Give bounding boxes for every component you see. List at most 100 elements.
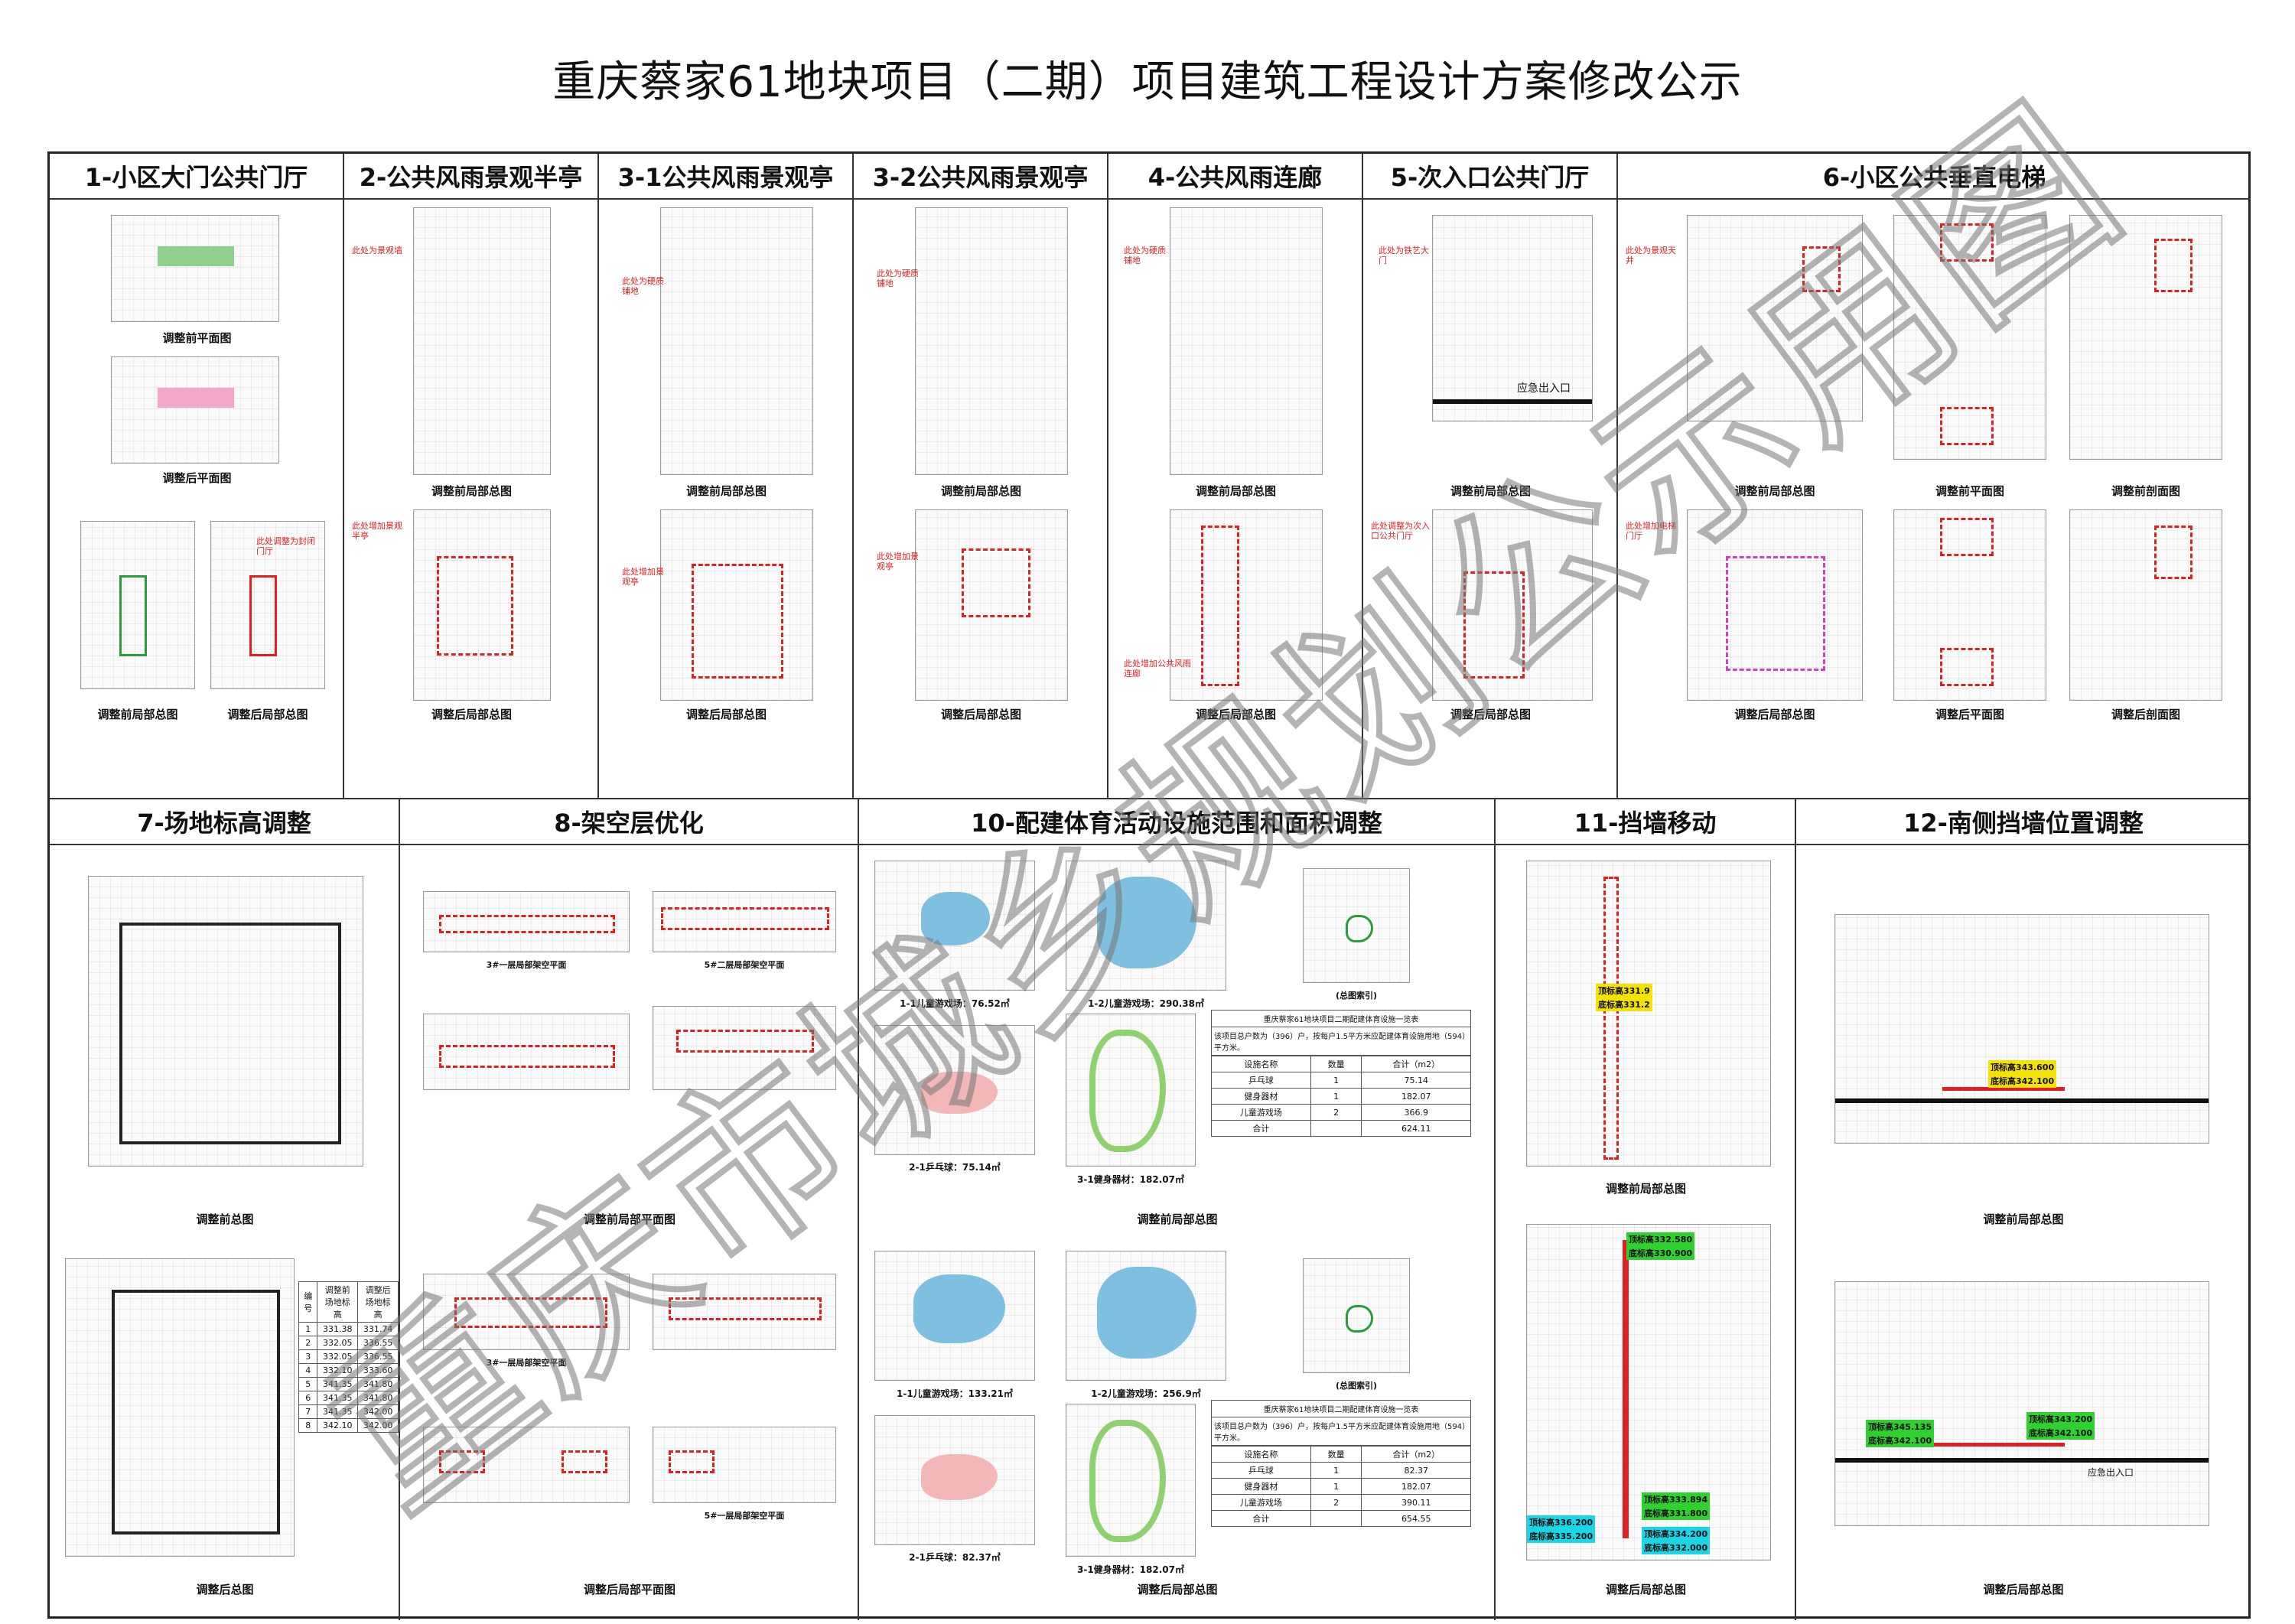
table-cell: 182.07 xyxy=(1361,1088,1471,1105)
change-highlight-box xyxy=(1940,648,1994,686)
plan-label: 3#一层局部架空平面 xyxy=(486,960,567,970)
table-cell: 儿童游戏场 xyxy=(1211,1494,1311,1511)
table-header: 合计（m2） xyxy=(1361,1446,1471,1463)
elevation-tag: 顶标高332.580 xyxy=(1626,1232,1695,1246)
caption: 调整前局部总图 xyxy=(1605,1182,1686,1196)
pingpong-area xyxy=(921,1072,998,1114)
caption: 调整前局部总图 xyxy=(940,484,1021,498)
section-5: 5-次入口公共门厅 应急出入口 此处为铁艺大门 调整前局部总图 此处调整为次入口… xyxy=(1363,154,1618,798)
table-cell: 390.11 xyxy=(1361,1494,1471,1511)
playground-plan xyxy=(1066,861,1226,991)
table-cell: 624.11 xyxy=(1361,1120,1471,1137)
elevation-tag: 底标高335.200 xyxy=(1527,1529,1596,1543)
table-cell: 1 xyxy=(1310,1072,1362,1089)
boundary-line xyxy=(1835,1098,2209,1103)
elevation-tag: 底标高332.000 xyxy=(1642,1541,1711,1554)
change-note: 此处增加公共风雨连廊 xyxy=(1124,659,1191,679)
table-cell: 4 xyxy=(298,1363,318,1378)
table-cell: 341.35 xyxy=(317,1404,359,1419)
site-plan-drawing xyxy=(210,521,325,689)
elevation-tag: 底标高331.800 xyxy=(1642,1506,1711,1520)
section-title: 8-架空层优化 xyxy=(400,799,858,845)
fitness-plan xyxy=(1066,1014,1196,1167)
change-highlight-box xyxy=(1940,407,1994,445)
plan-label: 5#一层局部架空平面 xyxy=(704,1511,785,1521)
table-cell: 1 xyxy=(1310,1478,1362,1495)
caption: 调整后平面图 xyxy=(162,471,232,485)
playground-plan xyxy=(1066,1251,1226,1381)
area-label: 2-1乒乓球：75.14㎡ xyxy=(909,1162,1001,1173)
table-cell: 乒乓球 xyxy=(1211,1072,1311,1089)
change-highlight-box xyxy=(439,1045,615,1068)
table-cell: 182.07 xyxy=(1361,1478,1471,1495)
section-10: 10-配建体育活动设施范围和面积调整 1-1儿童游戏场：76.52㎡ 1-2儿童… xyxy=(859,799,1496,1620)
road-line xyxy=(1433,399,1592,404)
retaining-wall xyxy=(1942,1087,2065,1091)
change-highlight-box xyxy=(1940,518,1994,556)
table-cell: 1 xyxy=(298,1322,318,1336)
plan-drawing xyxy=(111,356,279,464)
play-area xyxy=(921,892,990,945)
plan-drawing xyxy=(111,215,279,322)
elevation-tag: 顶标高334.200 xyxy=(1642,1527,1711,1541)
page-title: 重庆蔡家61地块项目（二期）项目建筑工程设计方案修改公示 xyxy=(552,57,1743,107)
caption: 调整后局部总图 xyxy=(1734,708,1815,721)
change-note: 此处调整为次入口公共门厅 xyxy=(1371,521,1430,542)
table-cell: 健身器材 xyxy=(1211,1478,1311,1495)
site-plan-drawing xyxy=(1687,215,1863,421)
table-cell: 341.80 xyxy=(357,1377,399,1391)
area-label: 1-2儿童游戏场：256.9㎡ xyxy=(1091,1388,1201,1399)
table-cell: 331.38 xyxy=(317,1322,359,1336)
retaining-wall xyxy=(1881,1443,2065,1447)
caption: 调整后剖面图 xyxy=(2111,708,2180,721)
table-header: 数量 xyxy=(1310,1056,1362,1072)
table-cell: 5 xyxy=(298,1377,318,1391)
site-plan-drawing xyxy=(1432,509,1593,701)
site-plan-drawing xyxy=(660,207,813,475)
elevation-tag: 顶标高336.200 xyxy=(1527,1515,1596,1529)
playground-plan xyxy=(874,1251,1035,1381)
floor-plan-drawing xyxy=(423,1427,630,1503)
table-cell: 健身器材 xyxy=(1211,1088,1311,1105)
area-label: 1-2儿童游戏场：290.38㎡ xyxy=(1088,998,1204,1009)
caption: 调整前局部总图 xyxy=(1450,484,1531,498)
table-cell: 2 xyxy=(1310,1104,1362,1121)
change-highlight-box xyxy=(454,1297,607,1328)
elevation-tag: 顶标高331.9 xyxy=(1596,984,1652,998)
change-highlight-box xyxy=(661,907,829,930)
table-header: 合计（m2） xyxy=(1361,1056,1471,1072)
table-header: 编号 xyxy=(298,1281,318,1323)
site-plan-drawing xyxy=(65,1258,295,1557)
table-cell: 合计 xyxy=(1211,1120,1311,1137)
site-plan-drawing xyxy=(915,509,1068,701)
table-cell: 332.05 xyxy=(317,1349,359,1364)
caption: 调整前局部总图 xyxy=(431,484,512,498)
caption: 调整后局部总图 xyxy=(1605,1583,1686,1596)
green-highlight xyxy=(158,246,234,266)
caption: 调整前局部平面图 xyxy=(583,1212,675,1226)
caption: 调整后局部总图 xyxy=(1195,708,1276,721)
change-note: 此处为景观墙 xyxy=(352,246,402,255)
elevation-tag: 底标高342.100 xyxy=(1988,1074,2057,1088)
section-title: 3-2公共风雨景观亭 xyxy=(854,154,1107,200)
change-note: 此处为硬质铺地 xyxy=(622,276,664,297)
table-description: 该项目总户数为（396）户，按每户1.5平方米应配建体育设施用地（594）平方米… xyxy=(1211,1417,1471,1446)
change-highlight-box xyxy=(692,564,783,679)
area-label: 3-1健身器材：182.07㎡ xyxy=(1077,1564,1184,1575)
floor-plan-drawing xyxy=(653,1006,836,1090)
site-plan-drawing: 应急出入口 xyxy=(1432,215,1593,421)
table-cell: 儿童游戏场 xyxy=(1211,1104,1311,1121)
floor-plan-drawing xyxy=(423,1274,630,1350)
table-header: 调整前场地标高 xyxy=(317,1281,359,1323)
elevation-tag: 底标高342.100 xyxy=(1866,1434,1935,1447)
change-highlight-box xyxy=(1802,246,1841,292)
plan-label: 5#二层局部架空平面 xyxy=(704,960,785,970)
site-plan-drawing xyxy=(1170,509,1323,701)
